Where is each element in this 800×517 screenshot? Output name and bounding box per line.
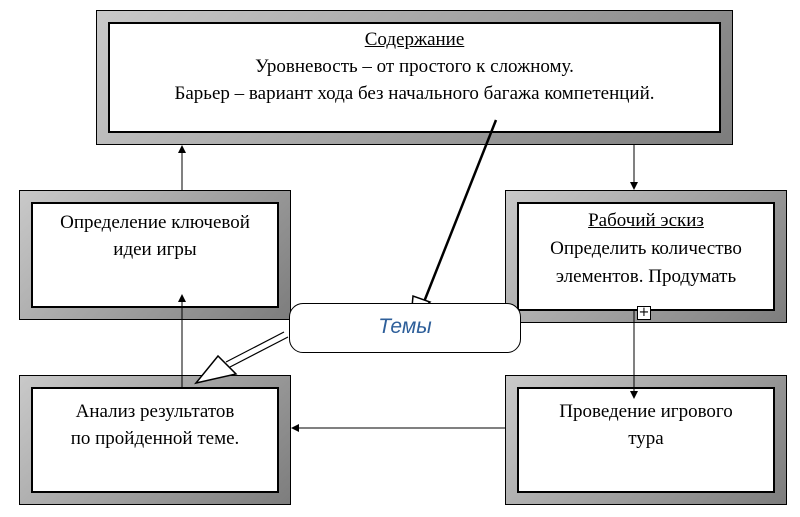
key-idea-line2: идеи игры xyxy=(113,239,197,260)
key-idea-box[interactable]: Определение ключевой идеи игры xyxy=(31,202,279,308)
center-node[interactable]: Темы xyxy=(289,303,521,353)
sketch-box-title: Рабочий эскиз xyxy=(588,210,704,231)
game-round-line2: тура xyxy=(628,428,664,449)
content-box-line1: Уровневость – от простого к сложному. xyxy=(255,56,574,77)
key-idea-line1: Определение ключевой xyxy=(60,212,250,233)
content-box-line2: Барьер – вариант хода без начального баг… xyxy=(174,83,655,104)
game-round-line1: Проведение игрового xyxy=(559,401,733,422)
analysis-line1: Анализ результатов xyxy=(75,401,235,422)
center-node-label: Темы xyxy=(378,315,432,338)
content-box[interactable]: Содержание Уровневость – от простого к с… xyxy=(108,22,721,133)
sketch-box[interactable]: Рабочий эскиз Определить количество элем… xyxy=(517,202,775,311)
content-box-title: Содержание xyxy=(364,29,465,50)
analysis-box[interactable]: Анализ результатов по пройденной теме. xyxy=(31,387,279,493)
arrow-center-to-analysis-a xyxy=(229,336,289,368)
game-round-box[interactable]: Проведение игрового тура xyxy=(517,387,775,493)
sketch-box-line2: элементов. Продумать xyxy=(555,266,737,287)
arrowhead-center-to-analysis xyxy=(194,354,238,385)
arrow-center-to-analysis-b xyxy=(225,331,285,363)
analysis-line2: по пройденной теме. xyxy=(70,428,240,449)
arrow-content-to-center xyxy=(418,119,498,313)
sketch-box-line1: Определить количество xyxy=(550,238,742,259)
expand-icon[interactable]: + xyxy=(637,305,651,320)
